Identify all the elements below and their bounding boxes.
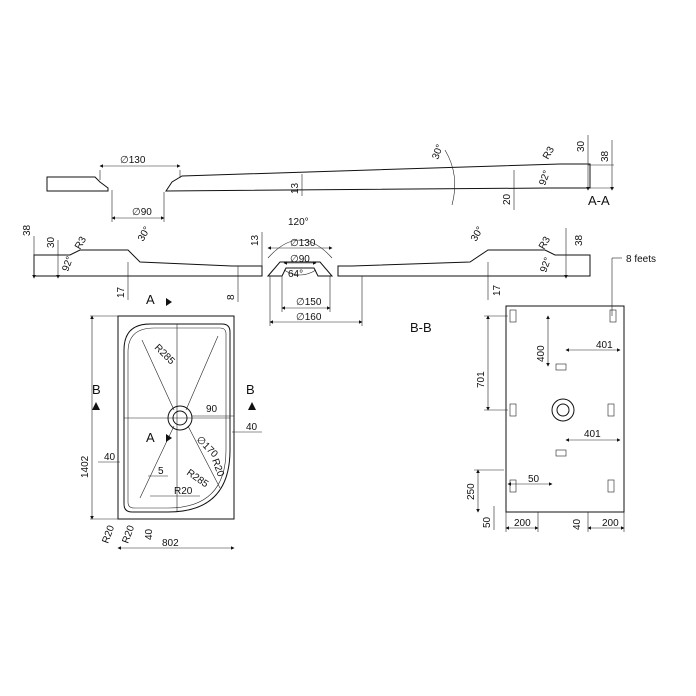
- foot-8: [555, 449, 567, 457]
- dim-401-mid: 401: [584, 429, 601, 440]
- dim-250: 250: [466, 483, 477, 500]
- dim-r20-diag: R20: [209, 457, 226, 478]
- dim-r20-corner2: R20: [120, 524, 137, 545]
- arrow-a-top-icon: [166, 298, 172, 306]
- dim-802: 802: [162, 538, 179, 549]
- tray-inner-basin: [123, 323, 231, 513]
- foot-6: [607, 479, 615, 493]
- base-view: 8 feets 401 400 701 401 50 250 50 200 40: [466, 254, 656, 532]
- dim-200-right: 200: [602, 518, 619, 529]
- dim-a-30: 30: [576, 140, 587, 152]
- dim-a-92deg: 92°: [537, 169, 553, 187]
- dim-b-r3-right: R3: [537, 235, 553, 252]
- dim-b-92-left: 92°: [60, 255, 76, 273]
- dim-b-30deg-left: 30°: [136, 225, 153, 244]
- dim-b-dia150: ∅150: [296, 297, 322, 308]
- base-drain-inner: [556, 403, 570, 417]
- dim-r20-mid: R20: [174, 486, 193, 497]
- foot-5: [509, 479, 517, 493]
- arrow-b-right-icon: [248, 402, 256, 410]
- foot-4: [607, 403, 615, 417]
- dim-400: 400: [536, 345, 547, 362]
- section-b-label: B-B: [410, 320, 432, 335]
- dim-b-64deg: 64°: [288, 269, 303, 280]
- tray-plan-view: A A B B R285 90 40 40 1402 ∅170 R20 5 R2…: [80, 292, 262, 550]
- section-a-a: ∅130 ∅90 13 30° 20 R3 92° 30 38 A-A: [46, 135, 614, 222]
- dim-5: 5: [158, 466, 164, 477]
- dim-b-dia130: ∅130: [290, 238, 316, 249]
- dim-b-92-right: 92°: [538, 256, 554, 274]
- dim-40-bottom: 40: [144, 528, 155, 540]
- section-a-left-profile: [46, 176, 109, 192]
- dim-a-38: 38: [600, 150, 611, 162]
- drain-inner: [172, 410, 188, 426]
- dim-50-left: 50: [482, 516, 493, 528]
- arrow-b-left-icon: [92, 402, 100, 410]
- dim-r285-top: R285: [152, 342, 177, 367]
- base-outline: [505, 305, 625, 513]
- dim-b-120deg: 120°: [288, 217, 309, 228]
- dim-r20-corner: R20: [100, 524, 117, 545]
- dim-a-13: 13: [290, 182, 301, 194]
- dim-a-r3: R3: [541, 145, 557, 162]
- dim-40: 40: [572, 518, 583, 530]
- dim-b-30-left: 30: [46, 236, 57, 248]
- dim-50-mid: 50: [528, 474, 540, 485]
- foot-2: [609, 309, 617, 323]
- section-b-b: 38 30 R3 92° 30° 17 120° 13 ∅130 ∅90 64°…: [22, 217, 591, 335]
- dim-90: 90: [206, 404, 218, 415]
- dim-b-30deg-right: 30°: [469, 225, 486, 244]
- mark-a-mid: A: [146, 430, 155, 445]
- section-b-left-profile: [33, 249, 263, 277]
- dim-b-38-left: 38: [22, 224, 33, 236]
- dim-b-dia160: ∅160: [296, 312, 322, 323]
- dim-dia170: ∅170: [194, 434, 220, 460]
- section-b-right-profile: [337, 249, 591, 277]
- mark-b-left: B: [92, 382, 101, 397]
- dim-a-dia130: ∅130: [120, 155, 146, 166]
- dim-b-r3-left: R3: [73, 235, 89, 252]
- foot-7: [555, 363, 567, 371]
- section-a-right-profile: [165, 163, 591, 192]
- dim-40-left: 40: [104, 452, 116, 463]
- tray-outline: [117, 315, 235, 520]
- dim-a-dia90: ∅90: [132, 207, 152, 218]
- foot-1: [509, 309, 517, 323]
- foot-3: [509, 403, 517, 417]
- section-a-label: A-A: [588, 193, 610, 208]
- dim-401-top: 401: [596, 340, 613, 351]
- mark-a-top: A: [146, 292, 155, 307]
- dim-b-8: 8: [226, 294, 237, 300]
- dim-a-30deg: 30°: [430, 143, 446, 161]
- dim-b-17-right: 17: [492, 284, 503, 296]
- dim-40-right: 40: [246, 422, 258, 433]
- dim-b-dia90: ∅90: [290, 254, 310, 265]
- dim-a-20: 20: [502, 193, 513, 205]
- dim-200-left: 200: [514, 518, 531, 529]
- dim-b-38-right: 38: [574, 234, 585, 246]
- drain-outer: [167, 405, 193, 431]
- arrow-a-mid-icon: [166, 434, 172, 442]
- mark-b-right: B: [246, 382, 255, 397]
- dim-1402: 1402: [80, 455, 91, 478]
- base-drain-outer: [551, 398, 575, 422]
- dim-b-17-left: 17: [116, 286, 127, 298]
- dim-b-13: 13: [250, 234, 261, 246]
- dim-701: 701: [476, 371, 487, 388]
- feet-label: 8 feets: [626, 254, 656, 265]
